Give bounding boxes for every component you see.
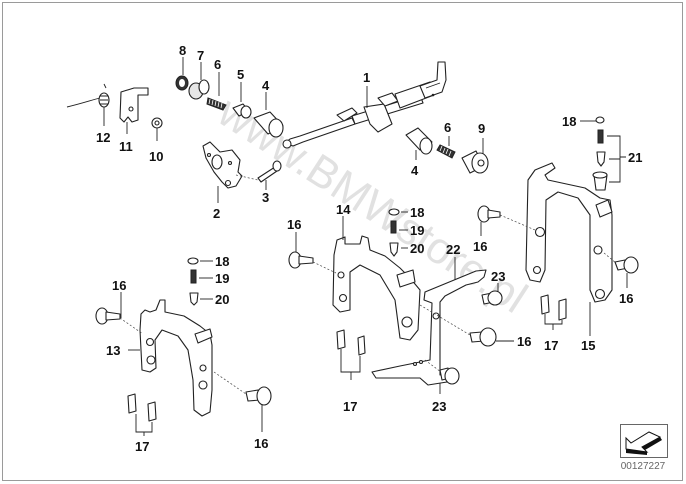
- part-16-pivot-bolt-a[interactable]: [477, 205, 536, 231]
- part-2-selector-plate[interactable]: [202, 141, 243, 189]
- callout-18c[interactable]: 18: [215, 254, 229, 269]
- part-16-pivot-bolt-c[interactable]: [288, 251, 337, 274]
- callout-9[interactable]: 9: [478, 121, 485, 136]
- part-23-bolt-top[interactable]: [481, 290, 503, 306]
- part-14-shift-fork[interactable]: [332, 235, 421, 341]
- part-17-slide-pads-left[interactable]: [127, 393, 157, 422]
- part-16-pivot-bolt-d[interactable]: [419, 304, 497, 347]
- callout-1[interactable]: 1: [363, 70, 370, 85]
- part-20-detent-pin-center[interactable]: [389, 242, 399, 257]
- callout-4b[interactable]: 4: [411, 163, 419, 178]
- callout-10[interactable]: 10: [149, 149, 163, 164]
- callout-16d[interactable]: 16: [517, 334, 531, 349]
- part-10-nut[interactable]: [151, 117, 163, 129]
- part-9-plug[interactable]: [461, 150, 489, 174]
- document-number: 00127227: [620, 461, 666, 472]
- callout-17b[interactable]: 17: [343, 399, 357, 414]
- part-13-shift-fork[interactable]: [139, 299, 213, 417]
- part-16-pivot-bolt-e[interactable]: [95, 307, 144, 335]
- part-3-bolt[interactable]: [235, 160, 282, 183]
- leader-17b: [340, 349, 361, 380]
- part-6-spring-right[interactable]: [436, 144, 456, 159]
- callout-15[interactable]: 15: [581, 338, 595, 353]
- callout-16a[interactable]: 16: [473, 239, 487, 254]
- part-19-spring-left[interactable]: [190, 269, 197, 284]
- callout-12[interactable]: 12: [96, 130, 110, 145]
- leader-17c: [544, 314, 563, 330]
- part-1-shift-shaft[interactable]: [282, 61, 447, 149]
- part-7-bushing[interactable]: [188, 79, 210, 100]
- callout-19a[interactable]: 19: [410, 223, 424, 238]
- part-6-spring[interactable]: [206, 97, 227, 111]
- part-8-ring[interactable]: [175, 75, 189, 91]
- part-23-bolt-bottom[interactable]: [424, 359, 460, 385]
- part-18-cap[interactable]: [595, 116, 605, 124]
- callout-20b[interactable]: 20: [215, 292, 229, 307]
- callout-21[interactable]: 21: [628, 150, 642, 165]
- callout-16b[interactable]: 16: [619, 291, 633, 306]
- callout-20a[interactable]: 20: [410, 241, 424, 256]
- part-18-cap-left[interactable]: [187, 257, 199, 265]
- callout-7[interactable]: 7: [197, 48, 204, 63]
- part-21-detent-kit[interactable]: [592, 129, 608, 191]
- callout-23a[interactable]: 23: [491, 269, 505, 284]
- part-16-pivot-bolt-f[interactable]: [213, 371, 272, 406]
- part-12-torsion-spring[interactable]: [66, 83, 110, 108]
- callout-18a[interactable]: 18: [562, 114, 576, 129]
- callout-13[interactable]: 13: [106, 343, 120, 358]
- leader-17a: [135, 414, 153, 436]
- callout-16e[interactable]: 16: [112, 278, 126, 293]
- leader-21: [607, 135, 626, 183]
- part-18-cap-center[interactable]: [388, 208, 400, 216]
- callout-14[interactable]: 14: [336, 202, 351, 217]
- part-17-slide-pads-right[interactable]: [540, 294, 567, 321]
- callout-5[interactable]: 5: [237, 67, 244, 82]
- callout-4a[interactable]: 4: [262, 78, 270, 93]
- callout-3[interactable]: 3: [262, 190, 269, 205]
- callout-11[interactable]: 11: [119, 139, 133, 154]
- part-17-slide-pads-center[interactable]: [336, 329, 366, 356]
- callout-8[interactable]: 8: [179, 43, 186, 58]
- callout-22[interactable]: 22: [446, 242, 460, 257]
- callout-16c[interactable]: 16: [287, 217, 301, 232]
- callout-2[interactable]: 2: [213, 206, 220, 221]
- arrow-down-left-icon: [625, 431, 662, 455]
- callout-17c[interactable]: 17: [544, 338, 558, 353]
- part-11-bracket[interactable]: [119, 87, 149, 123]
- callout-6a[interactable]: 6: [214, 57, 221, 72]
- part-4-sleeve[interactable]: [253, 111, 284, 138]
- part-4-sleeve-right[interactable]: [405, 127, 433, 155]
- callout-19b[interactable]: 19: [215, 271, 229, 286]
- part-20-detent-pin-left[interactable]: [189, 292, 199, 306]
- part-19-spring-center[interactable]: [390, 220, 397, 234]
- callout-18b[interactable]: 18: [410, 205, 424, 220]
- part-5-pin[interactable]: [232, 103, 252, 119]
- callout-6b[interactable]: 6: [444, 120, 451, 135]
- callout-17a[interactable]: 17: [135, 439, 149, 454]
- callout-16f[interactable]: 16: [254, 436, 268, 451]
- callout-23b[interactable]: 23: [432, 399, 446, 414]
- part-15-shift-fork[interactable]: [525, 162, 613, 303]
- navigation-button[interactable]: [620, 424, 668, 458]
- part-16-pivot-bolt-b[interactable]: [603, 252, 639, 274]
